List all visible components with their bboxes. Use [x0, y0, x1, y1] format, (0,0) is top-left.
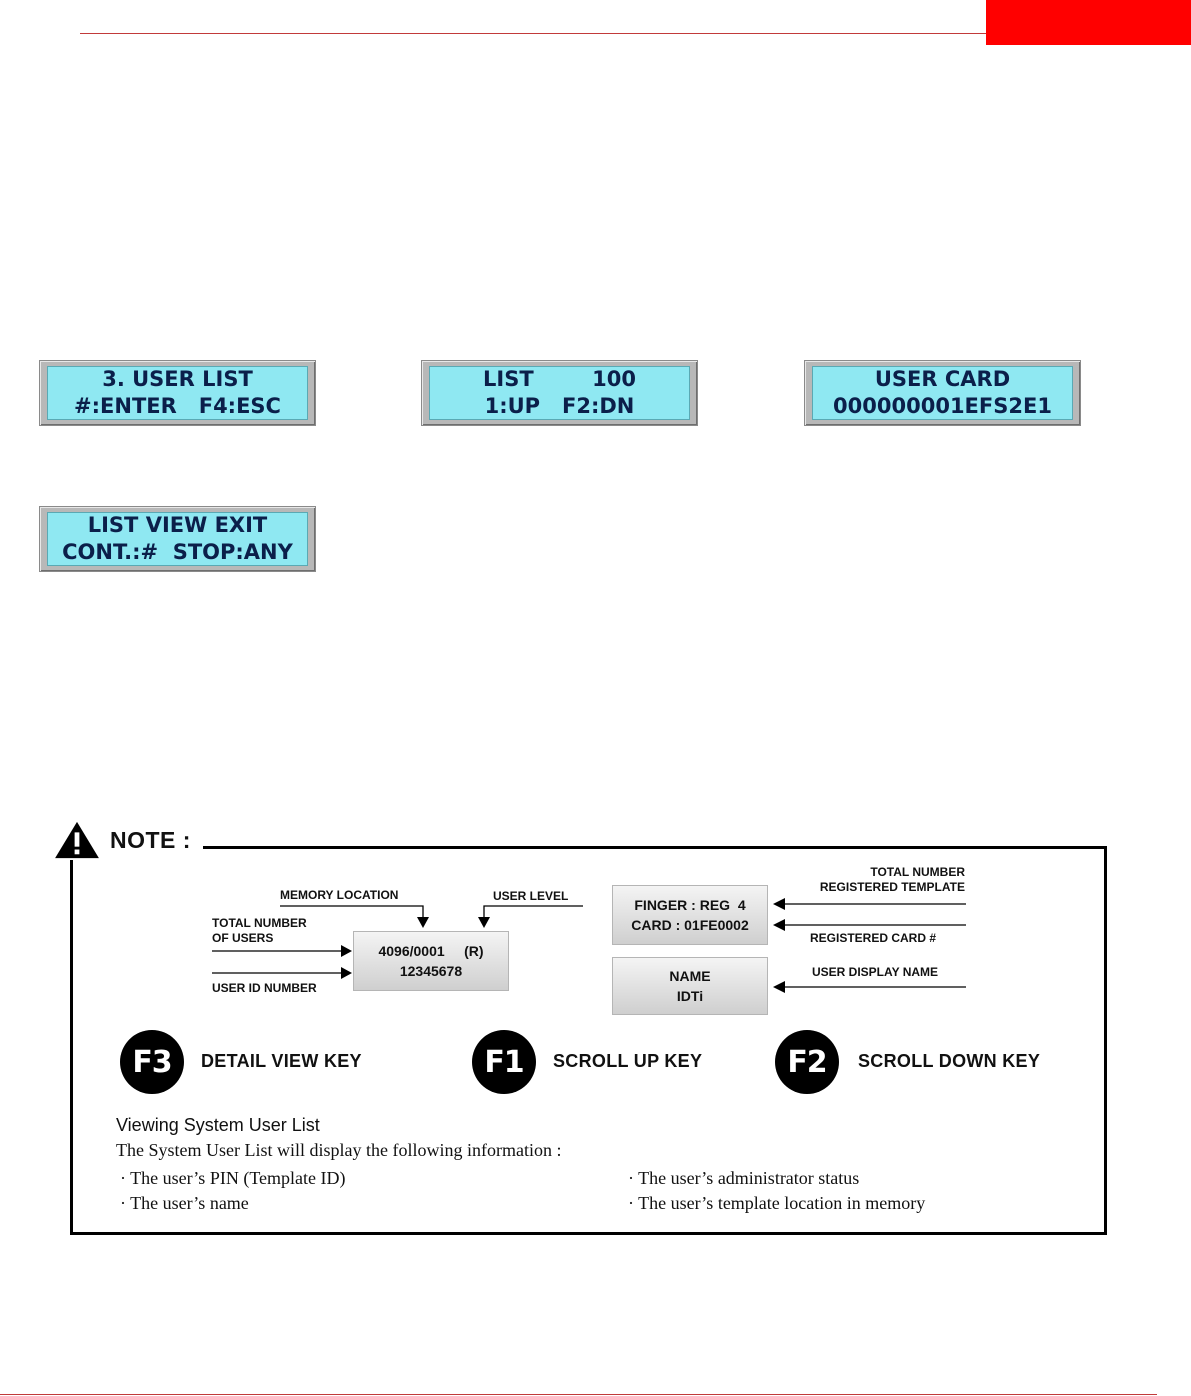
intro-text: The System User List will display the fo… — [116, 1140, 562, 1160]
lcd-list: LIST 100 1:UP F2:DN — [421, 360, 698, 426]
lcd-line-1: LIST VIEW EXIT — [87, 513, 268, 537]
label-total-users: TOTAL NUMBER OF USERS — [212, 916, 307, 945]
f3-key-icon: F3 — [120, 1030, 184, 1094]
f2-key-label: SCROLL DOWN KEY — [858, 1051, 1041, 1071]
display-line-1: NAME — [669, 968, 711, 984]
display-line-1: 4096/0001 (R) — [378, 943, 484, 959]
lcd-screen: LIST 100 1:UP F2:DN — [429, 366, 690, 420]
lcd-user-list: 3. USER LIST #:ENTER F4:ESC — [39, 360, 316, 426]
lcd-user-card: USER CARD 000000001EFS2E1 — [804, 360, 1081, 426]
lcd-line-2: 1:UP F2:DN — [484, 394, 635, 418]
bullet-item: · The user’s PIN (Template ID) — [120, 1168, 346, 1188]
lcd-list-view-exit: LIST VIEW EXIT CONT.:# STOP:ANY — [39, 506, 316, 572]
bullet-item: · The user’s administrator status — [628, 1168, 860, 1188]
display-line-2: CARD : 01FE0002 — [631, 917, 749, 933]
f1-key-icon: F1 — [472, 1030, 536, 1094]
header-red-tab — [986, 0, 1191, 45]
lcd-screen: USER CARD 000000001EFS2E1 — [812, 366, 1073, 420]
label-user-level: USER LEVEL — [493, 889, 569, 903]
f2-key-icon: F2 — [775, 1030, 839, 1094]
footer-rule — [0, 1394, 1157, 1395]
note-box — [70, 846, 1107, 1235]
label-user-id-number: USER ID NUMBER — [212, 981, 317, 995]
display-name: NAME IDTi — [612, 957, 768, 1015]
display-user-id: 4096/0001 (R) 12345678 — [353, 931, 509, 991]
header-rule — [80, 33, 986, 34]
note-header: NOTE : — [52, 820, 203, 860]
lcd-line-1: LIST 100 — [483, 367, 636, 391]
lcd-line-1: USER CARD — [874, 367, 1011, 391]
display-line-1: FINGER : REG 4 — [634, 897, 746, 913]
f1-key-label: SCROLL UP KEY — [553, 1051, 703, 1071]
display-line-2: 12345678 — [399, 963, 463, 979]
bullet-item: · The user’s name — [120, 1193, 249, 1213]
lcd-line-2: CONT.:# STOP:ANY — [62, 540, 293, 564]
bullet-item: · The user’s template location in memory — [628, 1193, 926, 1213]
lcd-line-2: #:ENTER F4:ESC — [74, 394, 281, 418]
label-memory-location: MEMORY LOCATION — [280, 888, 399, 902]
lcd-line-2: 000000001EFS2E1 — [833, 394, 1052, 418]
label-registered-card: REGISTERED CARD # — [810, 931, 937, 945]
lcd-line-1: 3. USER LIST — [102, 367, 253, 391]
lcd-screen: 3. USER LIST #:ENTER F4:ESC — [47, 366, 308, 420]
note-title: NOTE : — [110, 826, 191, 853]
section-heading: Viewing System User List — [116, 1115, 320, 1135]
display-finger-card: FINGER : REG 4 CARD : 01FE0002 — [612, 885, 768, 945]
display-line-2: IDTi — [676, 988, 704, 1004]
warning-triangle-icon — [55, 821, 99, 859]
f3-key-label: DETAIL VIEW KEY — [201, 1051, 362, 1071]
label-user-display-name: USER DISPLAY NAME — [812, 965, 939, 979]
label-total-template: TOTAL NUMBER REGISTERED TEMPLATE — [819, 865, 965, 894]
lcd-screen: LIST VIEW EXIT CONT.:# STOP:ANY — [47, 512, 308, 566]
